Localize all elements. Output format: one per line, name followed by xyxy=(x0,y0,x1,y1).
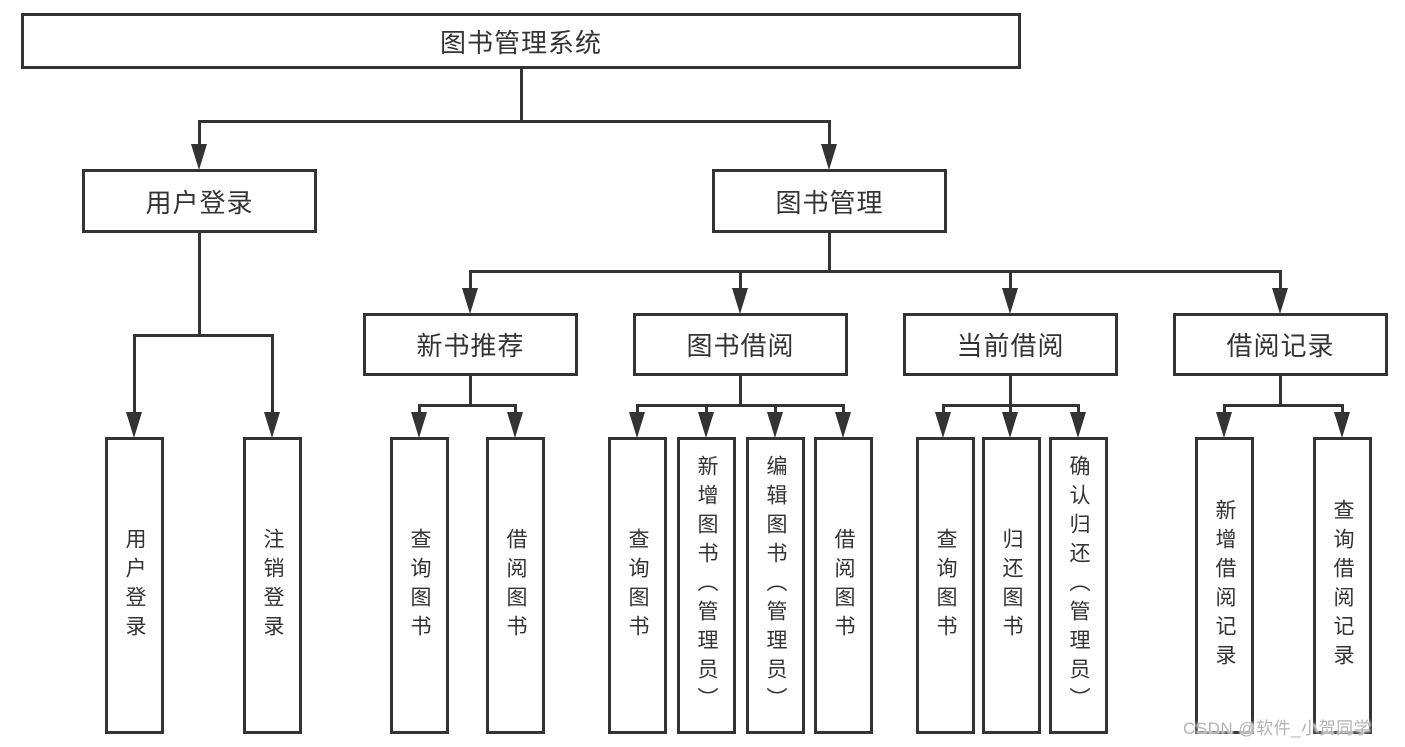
arrow-down-icon xyxy=(411,412,427,438)
node-label: 图书管理系统 xyxy=(439,27,602,58)
connector-line xyxy=(418,404,517,407)
connector-line xyxy=(198,120,831,123)
node-book-management: 图书管理 xyxy=(712,169,947,233)
node-query-books-borrowing: 查询图书 xyxy=(608,437,667,734)
connector-line xyxy=(469,375,472,406)
node-label: 归还图书 xyxy=(1000,527,1023,644)
node-label: 查询借阅记录 xyxy=(1331,498,1354,673)
connector-line xyxy=(469,270,1282,273)
arrow-down-icon xyxy=(191,144,207,170)
connector-line xyxy=(418,404,421,416)
connector-line xyxy=(828,232,831,273)
arrow-down-icon xyxy=(767,412,783,438)
node-label: 借阅记录 xyxy=(1226,331,1335,361)
node-add-borrow-record: 新增借阅记录 xyxy=(1195,437,1254,734)
node-book-borrowing: 图书借阅 xyxy=(633,313,848,376)
connector-line xyxy=(271,334,274,412)
connector-line xyxy=(198,120,201,148)
node-borrow-books-leaf: 借阅图书 xyxy=(814,437,873,734)
connector-line xyxy=(636,404,639,416)
connector-line xyxy=(942,404,945,416)
arrow-down-icon xyxy=(1070,412,1086,438)
node-label: 当前借阅 xyxy=(956,331,1065,361)
connector-line xyxy=(133,334,136,412)
node-query-books-current: 查询图书 xyxy=(916,437,975,734)
connector-line xyxy=(1279,375,1282,406)
arrow-down-icon xyxy=(935,412,951,438)
node-label: 编辑图书（管理员） xyxy=(764,455,787,716)
arrow-down-icon xyxy=(1216,412,1232,438)
node-label: 新书推荐 xyxy=(416,331,525,361)
connector-line xyxy=(1077,404,1080,416)
node-borrow-books-recommend: 借阅图书 xyxy=(486,437,545,734)
node-current-borrowing: 当前借阅 xyxy=(903,313,1118,376)
node-library-management-system: 图书管理系统 xyxy=(21,13,1021,69)
connector-line xyxy=(1009,270,1012,290)
connector-line xyxy=(842,404,845,416)
watermark: CSDN @软件_小贺同学 xyxy=(1183,719,1372,738)
connector-line xyxy=(514,404,517,416)
arrow-down-icon xyxy=(698,412,714,438)
node-label: 新增借阅记录 xyxy=(1213,498,1236,673)
node-return-books: 归还图书 xyxy=(982,437,1041,734)
node-label: 查询图书 xyxy=(626,527,649,644)
arrow-down-icon xyxy=(507,412,523,438)
arrow-down-icon xyxy=(629,412,645,438)
node-label: 用户登录 xyxy=(123,527,146,644)
connector-line xyxy=(1279,270,1282,290)
arrow-down-icon xyxy=(264,412,280,438)
node-label: 图书管理 xyxy=(775,187,884,218)
arrow-down-icon xyxy=(1002,288,1018,314)
node-query-borrow-record: 查询借阅记录 xyxy=(1313,437,1372,734)
node-logout: 注销登录 xyxy=(243,437,302,734)
arrow-down-icon xyxy=(835,412,851,438)
node-label: 借阅图书 xyxy=(832,527,855,644)
arrow-down-icon xyxy=(821,144,837,170)
arrow-down-icon xyxy=(1272,288,1288,314)
node-confirm-return-admin: 确认归还（管理员） xyxy=(1049,437,1108,734)
node-label: 查询图书 xyxy=(934,527,957,644)
connector-line xyxy=(1341,404,1344,416)
node-query-books-recommend: 查询图书 xyxy=(390,437,449,734)
arrow-down-icon xyxy=(732,288,748,314)
node-label: 注销登录 xyxy=(261,527,284,644)
connector-line xyxy=(1009,375,1012,406)
connector-line xyxy=(739,270,742,290)
node-add-books-admin: 新增图书（管理员） xyxy=(677,437,736,734)
arrow-down-icon xyxy=(1002,412,1018,438)
node-label: 图书借阅 xyxy=(686,331,795,361)
connector-line xyxy=(774,404,777,416)
arrow-down-icon xyxy=(1334,412,1350,438)
connector-line xyxy=(1223,404,1226,416)
connector-line xyxy=(828,120,831,148)
connector-line xyxy=(133,334,274,337)
connector-line xyxy=(636,404,845,407)
node-user-login: 用户登录 xyxy=(82,169,317,233)
connector-line xyxy=(705,404,708,416)
connector-line xyxy=(1223,404,1344,407)
node-borrowing-records: 借阅记录 xyxy=(1173,313,1388,376)
connector-line xyxy=(1009,404,1012,416)
connector-line xyxy=(520,68,523,123)
connector-line xyxy=(469,270,472,290)
node-user-login-leaf: 用户登录 xyxy=(105,437,164,734)
node-label: 借阅图书 xyxy=(504,527,527,644)
arrow-down-icon xyxy=(126,412,142,438)
node-label: 新增图书（管理员） xyxy=(695,455,718,716)
connector-line xyxy=(198,232,201,336)
node-new-book-recommend: 新书推荐 xyxy=(363,313,578,376)
connector-line xyxy=(739,375,742,406)
node-label: 查询图书 xyxy=(408,527,431,644)
arrow-down-icon xyxy=(462,288,478,314)
node-label: 用户登录 xyxy=(145,187,254,218)
node-label: 确认归还（管理员） xyxy=(1067,455,1090,716)
node-edit-books-admin: 编辑图书（管理员） xyxy=(746,437,805,734)
